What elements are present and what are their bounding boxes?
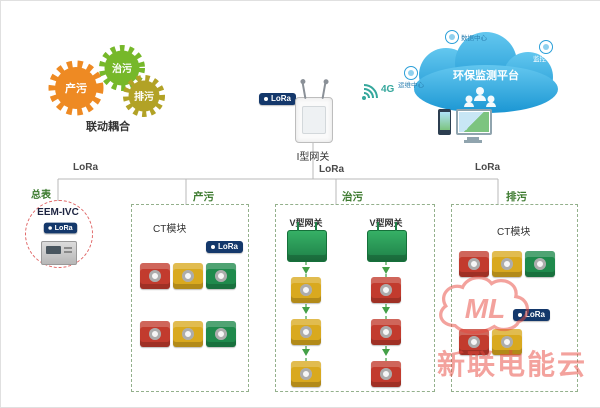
ct-module-yellow <box>173 321 203 347</box>
zone-produce-module-label: CT模块 <box>153 224 187 235</box>
cloud-node-left-label: 运维中心 <box>398 80 425 89</box>
ct-module-yellow <box>291 361 321 387</box>
ct-module-yellow <box>492 329 522 355</box>
gateway-lora-badge: LoRa <box>259 93 296 105</box>
bus-lora-label-left: LoRa <box>73 162 98 173</box>
zone-treat-title: 治污 <box>342 191 363 203</box>
ct-module-yellow <box>173 263 203 289</box>
meter-lora-badge: LoRa <box>43 222 78 234</box>
gateway-device <box>295 81 333 143</box>
zone-discharge-lora-label: LoRa <box>525 310 545 319</box>
lora-signal-icon <box>518 313 522 317</box>
ct-module-red <box>459 251 489 277</box>
meter-model-label: EEM-IVC <box>37 207 79 218</box>
ct-module-yellow <box>291 319 321 345</box>
team-icon <box>464 87 496 107</box>
gear-produce-icon: 产污 <box>48 60 104 116</box>
zone-treat-box <box>275 204 435 392</box>
cloud-node-right-label: 监控中心 <box>533 54 560 63</box>
ct-module-green <box>206 263 236 289</box>
gear-produce-label: 产污 <box>65 81 87 95</box>
gear-discharge-icon: 排污 <box>123 75 165 117</box>
bus-lora-label-right: LoRa <box>475 162 500 173</box>
v-gateway-device-right <box>367 222 407 262</box>
zone-treat-right-gateway-label: V型网关 <box>369 218 403 228</box>
ct-module-green <box>206 321 236 347</box>
v-gateway-device-left <box>287 222 327 262</box>
gateway-lora-label: LoRa <box>271 94 291 103</box>
lora-signal-icon <box>48 226 52 230</box>
4g-label: 4G <box>381 84 395 95</box>
lora-signal-icon <box>211 245 215 249</box>
linkage-caption: 联动耦合 <box>86 121 130 133</box>
meter-caption: 总表 <box>31 190 51 201</box>
monitor-icon <box>456 109 492 140</box>
zone-produce-title: 产污 <box>193 191 214 203</box>
gear-discharge-label: 排污 <box>134 90 154 103</box>
ct-module-red <box>371 319 401 345</box>
bus-lora-label-center: LoRa <box>319 164 344 175</box>
gateway-front-panel <box>302 106 326 134</box>
ct-module-red <box>371 361 401 387</box>
cloud-title: 环保监测平台 <box>453 68 519 82</box>
zone-produce-lora-badge: LoRa <box>206 241 243 253</box>
gear-treat-icon: 治污 <box>99 45 145 91</box>
zone-discharge-module-label: CT模块 <box>497 227 531 238</box>
4g-signal-icon: 4G <box>362 84 395 100</box>
meter-group-circle <box>25 200 93 268</box>
lora-signal-icon <box>264 97 268 101</box>
zone-produce-lora-label: LoRa <box>218 242 238 251</box>
gear-treat-label: 治污 <box>112 62 132 75</box>
ct-module-red <box>459 329 489 355</box>
ct-module-red <box>140 263 170 289</box>
zone-discharge-lora-badge: LoRa <box>513 309 550 321</box>
ct-module-yellow <box>492 251 522 277</box>
cloud-node-top-label: 数据中心 <box>461 33 488 42</box>
cloud-platform: 环保监测平台 数据中心 监控中心 运维中心 <box>398 30 560 113</box>
ct-module-green <box>525 251 555 277</box>
energy-meter-icon <box>41 241 77 265</box>
phone-icon <box>438 109 451 135</box>
ct-module-yellow <box>291 277 321 303</box>
meter-lora-label: LoRa <box>54 223 73 232</box>
ct-module-red <box>140 321 170 347</box>
zone-treat-left-gateway-label: V型网关 <box>289 218 323 228</box>
ct-module-red <box>371 277 401 303</box>
zone-discharge-title: 排污 <box>506 191 527 203</box>
gateway-label: I型网关 <box>296 152 330 163</box>
zone-produce-box <box>131 204 249 392</box>
